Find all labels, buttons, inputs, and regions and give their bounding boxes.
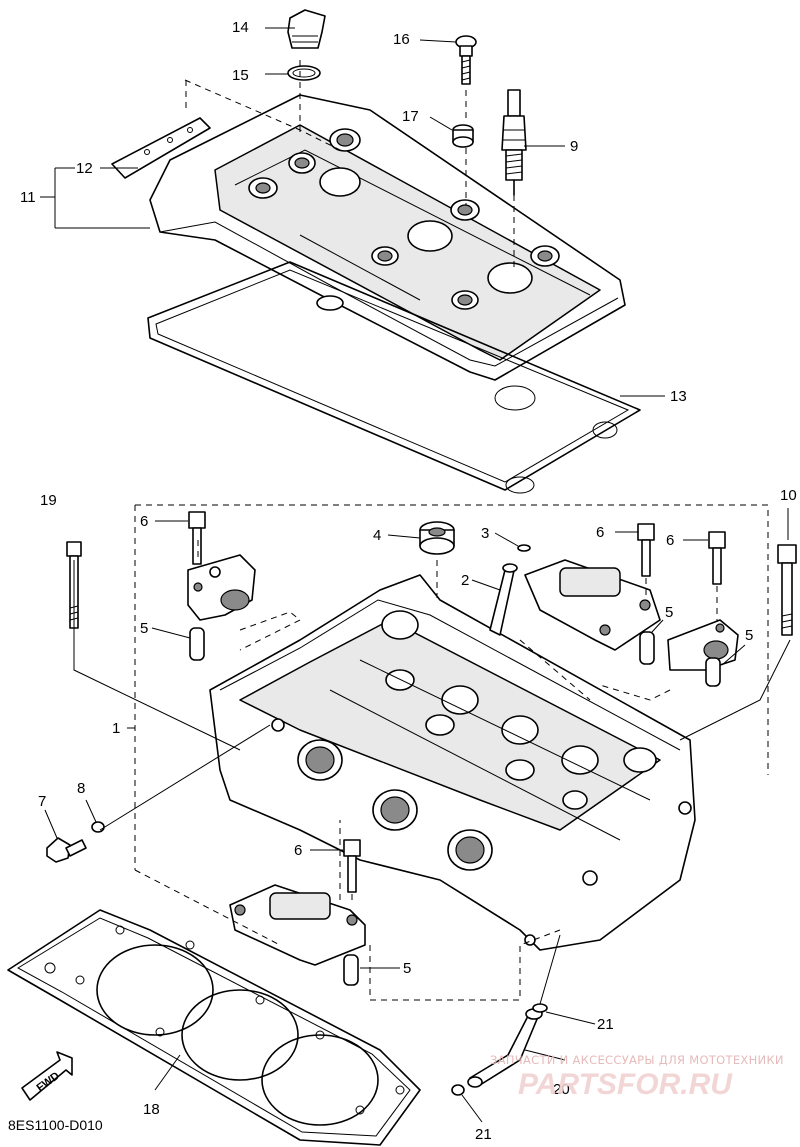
callout-labels: 14 15 16 17 9 12 11 13 19 10 6 4 3 2 6 6… — [20, 19, 797, 1143]
callout-10: 10 — [780, 487, 797, 504]
callout-11: 11 — [20, 189, 36, 206]
callout-15: 15 — [232, 67, 249, 84]
callout-13: 13 — [670, 388, 687, 405]
dowel-pin — [343, 954, 359, 986]
fwd-arrow-icon: FWD — [21, 1051, 73, 1101]
cam-cap-bolt — [188, 511, 206, 565]
cam-cap-bolt — [708, 531, 726, 585]
spark-plug — [501, 89, 527, 196]
dowel-pin — [189, 627, 205, 661]
callout-12: 12 — [76, 160, 93, 177]
callout-20: 20 — [553, 1081, 570, 1098]
callout-8: 8 — [77, 780, 85, 797]
callout-21b: 21 — [475, 1126, 492, 1143]
hose-clamp — [451, 1084, 465, 1096]
cover-gasket — [147, 261, 641, 494]
callout-17: 17 — [402, 108, 419, 125]
grommet — [452, 124, 474, 148]
watermark: ЗАПЧАСТИ И АКСЕССУАРЫ ДЛЯ МОТОТЕХНИКИ PA… — [490, 1053, 784, 1101]
callout-6c: 6 — [666, 532, 674, 549]
callout-1: 1 — [112, 720, 120, 737]
camshaft-cap-small — [667, 619, 739, 671]
cam-cap-bolt — [343, 839, 361, 893]
callout-5a: 5 — [140, 620, 148, 637]
camshaft-cap-right — [524, 559, 661, 651]
callout-5c: 5 — [745, 627, 753, 644]
callout-7: 7 — [38, 793, 46, 810]
diagram-code: 8ES1100-D010 — [8, 1117, 103, 1133]
callout-14: 14 — [232, 19, 249, 36]
callout-9: 9 — [570, 138, 578, 155]
camshaft-cap-bottom — [229, 884, 366, 966]
cylinder-head — [209, 574, 696, 951]
watermark-logo: PARTSFOR.RU — [518, 1068, 733, 1101]
pipe — [489, 563, 518, 636]
callout-5d: 5 — [403, 960, 411, 977]
head-bolt-10 — [777, 544, 797, 636]
oil-filler-cap — [287, 9, 326, 49]
cam-cap-bolt — [637, 523, 655, 577]
dowel-pin — [705, 657, 721, 687]
bolt — [46, 837, 87, 863]
callout-2: 2 — [461, 572, 469, 589]
cylinder-head-cover — [111, 94, 626, 381]
dowel-pin — [639, 631, 655, 665]
watermark-caption: ЗАПЧАСТИ И АКСЕССУАРЫ ДЛЯ МОТОТЕХНИКИ — [490, 1053, 784, 1067]
callout-16: 16 — [393, 31, 410, 48]
callout-5b: 5 — [665, 604, 673, 621]
washer — [91, 821, 105, 833]
cylinder-head-gasket — [7, 909, 421, 1146]
camshaft-cap-left — [187, 554, 256, 621]
callout-6d: 6 — [294, 842, 302, 859]
cover-bolt — [455, 35, 477, 85]
callout-4: 4 — [373, 527, 381, 544]
o-ring — [287, 65, 321, 81]
clip — [517, 544, 531, 552]
hose-clamp — [532, 1003, 548, 1013]
callout-6b: 6 — [596, 524, 604, 541]
plug — [419, 521, 455, 555]
callout-6a: 6 — [140, 513, 148, 530]
callout-18: 18 — [143, 1101, 160, 1118]
callout-21a: 21 — [597, 1016, 614, 1033]
callout-19: 19 — [40, 492, 57, 509]
callout-3: 3 — [481, 525, 489, 542]
